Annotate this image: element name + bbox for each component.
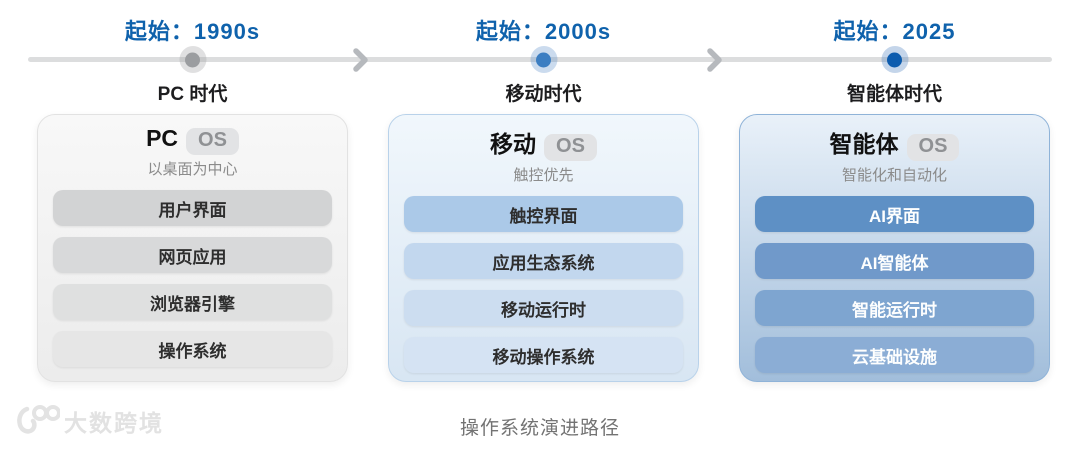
era-label: PC 时代 [157,84,228,105]
layer-item: 操作系统 [53,331,332,367]
card-pc-os: PC OS 以桌面为中心 用户界面 网页应用 浏览器引擎 操作系统 [37,114,348,382]
timeline-dot [881,46,908,73]
timeline-dot-core [185,52,200,67]
timeline-era-mobile: 起始：2000s 移动时代 [388,0,699,112]
watermark-text: 大数跨境 [64,410,164,436]
card-subtitle: 以桌面为中心 [147,161,238,178]
era-start-label: 起始：2025 [833,19,956,44]
card-header: 智能体 OS [740,125,1049,161]
timeline-era-agent: 起始：2025 智能体时代 [739,0,1050,112]
layer-item: 浏览器引擎 [53,284,332,320]
card-layer-list: AI界面 AI智能体 智能运行时 云基础设施 [740,185,1049,373]
card-mobile-os: 移动 OS 触控优先 触控界面 应用生态系统 移动运行时 移动操作系统 [388,114,699,382]
era-start-label: 起始：1990s [124,19,261,44]
card-agent-os: 智能体 OS 智能化和自动化 AI界面 AI智能体 智能运行时 云基础设施 [739,114,1050,382]
card-title: 智能体 [829,131,899,157]
layer-item: 移动运行时 [404,290,683,326]
timeline: 起始：1990s PC 时代 起始：2000s 移动时代 起始：2025 智能体… [0,0,1080,112]
timeline-dot-core [536,52,551,67]
layer-item: AI界面 [755,196,1034,232]
card-header: PC OS [38,125,347,155]
layer-item: 移动操作系统 [404,337,683,373]
era-label: 智能体时代 [846,84,942,105]
card-layer-list: 用户界面 网页应用 浏览器引擎 操作系统 [38,179,347,367]
brand-100-icon [17,405,60,434]
card-layer-list: 触控界面 应用生态系统 移动运行时 移动操作系统 [389,185,698,373]
layer-item: 网页应用 [53,237,332,273]
timeline-dot [179,46,206,73]
layer-item: 用户界面 [53,190,332,226]
timeline-dot [530,46,557,73]
card-title: PC [146,125,179,151]
arrow-right-icon [353,48,368,72]
os-badge: OS [544,134,597,161]
timeline-era-pc: 起始：1990s PC 时代 [37,0,348,112]
card-subtitle: 智能化和自动化 [841,167,947,184]
layer-item: 智能运行时 [755,290,1034,326]
card-title: 移动 [490,131,537,157]
arrow-right-icon [707,48,722,72]
layer-item: 应用生态系统 [404,243,683,279]
era-start-label: 起始：2000s [475,19,612,44]
card-header: 移动 OS [389,125,698,161]
os-badge: OS [186,128,239,155]
era-label: 移动时代 [505,84,582,105]
era-cards: PC OS 以桌面为中心 用户界面 网页应用 浏览器引擎 操作系统 移动 OS 触控… [0,112,1080,382]
diagram-caption: 操作系统演进路径 [459,418,620,439]
layer-item: 触控界面 [404,196,683,232]
os-badge: OS [906,134,960,161]
layer-item: AI智能体 [755,243,1034,279]
timeline-dot-core [887,52,902,67]
watermark: 大数跨境 [14,402,164,440]
layer-item: 云基础设施 [755,337,1034,373]
card-subtitle: 触控优先 [513,167,574,184]
